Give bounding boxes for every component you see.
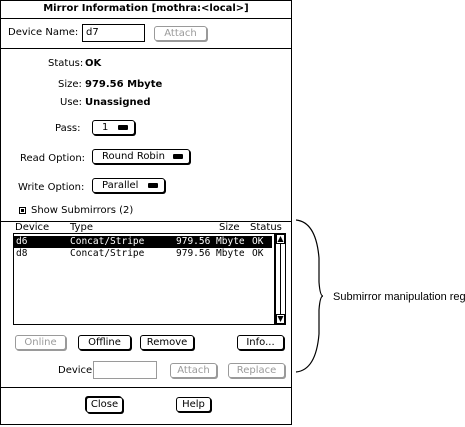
table-row[interactable]: d6 Concat/Stripe 979.56 Mbyte OK bbox=[14, 236, 272, 248]
show-submirrors-label: Show Submirrors (2) bbox=[31, 205, 134, 216]
read-option-value: Round Robin bbox=[102, 151, 165, 162]
size-value: 979.56 Mbyte bbox=[85, 79, 163, 90]
attach-button[interactable]: Attach bbox=[170, 363, 217, 378]
scrollbar-arrows-icon bbox=[276, 234, 285, 324]
device-label: Device: bbox=[58, 365, 96, 376]
device-name-field[interactable]: d7 bbox=[82, 24, 145, 42]
help-button[interactable]: Help bbox=[176, 397, 211, 412]
read-option-menu-button[interactable]: Round Robin bbox=[92, 149, 190, 164]
row-device: d8 bbox=[16, 248, 28, 259]
offline-button[interactable]: Offline bbox=[78, 335, 131, 350]
table-row[interactable]: d8 Concat/Stripe 979.56 Mbyte OK bbox=[14, 248, 272, 260]
annotation-label: Submirror manipulation region bbox=[333, 291, 465, 303]
menu-indicator-icon bbox=[173, 154, 183, 159]
window-title: Mirror Information [mothra:<local>] bbox=[1, 1, 291, 19]
menu-indicator-icon bbox=[148, 183, 158, 188]
row-type: Concat/Stripe bbox=[70, 236, 145, 247]
show-submirrors-checkbox[interactable] bbox=[19, 207, 26, 214]
pass-menu-button[interactable]: 1 bbox=[92, 120, 135, 135]
list-scrollbar[interactable] bbox=[275, 233, 286, 325]
status-label: Status: bbox=[48, 58, 84, 69]
write-option-menu-button[interactable]: Parallel bbox=[92, 178, 165, 193]
status-value: OK bbox=[85, 58, 102, 69]
read-option-label: Read Option: bbox=[20, 153, 86, 164]
row-status: OK bbox=[252, 248, 264, 259]
column-header-status: Status bbox=[250, 222, 282, 233]
region-bracket-icon bbox=[295, 219, 324, 373]
column-header-device: Device bbox=[15, 222, 50, 233]
column-header-type: Type bbox=[70, 222, 93, 233]
submirror-list[interactable]: d6 Concat/Stripe 979.56 Mbyte OK d8 Conc… bbox=[13, 233, 275, 325]
replace-button[interactable]: Replace bbox=[228, 363, 285, 378]
row-device: d6 bbox=[16, 236, 28, 247]
device-name-label: Device Name: bbox=[8, 27, 79, 38]
online-button[interactable]: Online bbox=[15, 335, 66, 350]
size-label: Size: bbox=[58, 79, 82, 90]
pass-value: 1 bbox=[102, 122, 109, 133]
attach-button-top[interactable]: Attach bbox=[154, 26, 207, 41]
mirror-information-window: Mirror Information [mothra:<local>] Devi… bbox=[0, 0, 292, 425]
row-status: OK bbox=[252, 236, 264, 247]
menu-indicator-icon bbox=[118, 125, 128, 130]
info-button[interactable]: Info... bbox=[237, 335, 284, 350]
divider bbox=[1, 221, 291, 222]
write-option-label: Write Option: bbox=[18, 182, 85, 193]
row-type: Concat/Stripe bbox=[70, 248, 145, 259]
column-header-size: Size bbox=[219, 222, 240, 233]
device-field[interactable] bbox=[93, 361, 157, 379]
remove-button[interactable]: Remove bbox=[140, 335, 194, 350]
row-size: 979.56 Mbyte bbox=[176, 248, 245, 259]
divider bbox=[1, 387, 291, 388]
write-option-value: Parallel bbox=[102, 180, 139, 191]
use-value: Unassigned bbox=[85, 97, 151, 108]
row-size: 979.56 Mbyte bbox=[176, 236, 245, 247]
close-button[interactable]: Close bbox=[86, 397, 123, 413]
use-label: Use: bbox=[60, 97, 83, 108]
pass-label: Pass: bbox=[55, 123, 81, 134]
divider bbox=[1, 48, 291, 49]
